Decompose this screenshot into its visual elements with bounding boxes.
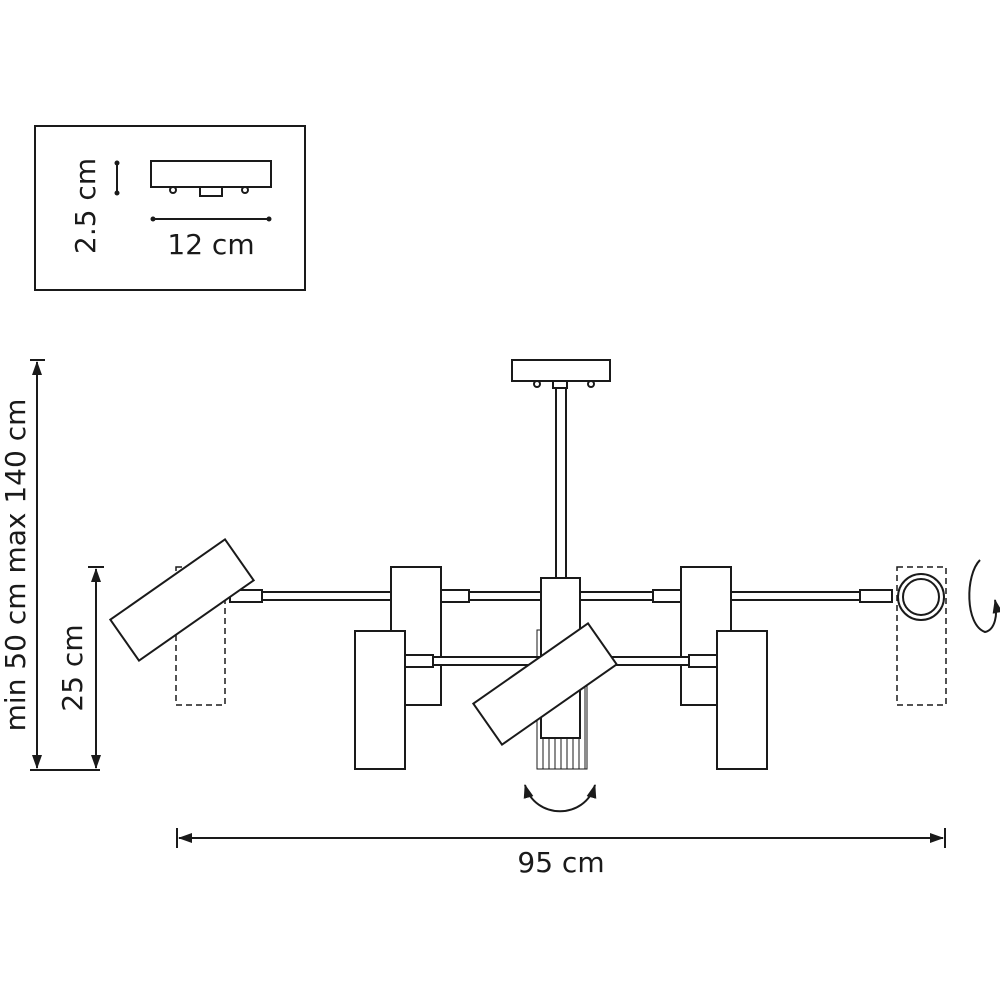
shade-height-label: 25 cm bbox=[56, 624, 89, 711]
drop-label: min 50 cm max 140 cm bbox=[0, 399, 32, 732]
swivel-arrow-icon bbox=[523, 784, 597, 813]
chandelier bbox=[108, 359, 947, 770]
shade-tilted-left bbox=[108, 537, 256, 663]
inset-width-label: 12 cm bbox=[167, 228, 254, 261]
shade bbox=[354, 630, 406, 770]
stem bbox=[555, 387, 567, 579]
canopy-inset: 2.5 cm 12 cm bbox=[34, 125, 306, 291]
rotate-arrow-icon bbox=[968, 559, 1000, 634]
shade bbox=[716, 630, 768, 770]
shade-end-view bbox=[897, 573, 945, 621]
ceiling-canopy bbox=[511, 359, 611, 382]
inset-height-label: 2.5 cm bbox=[69, 158, 102, 254]
shade-alt-position bbox=[896, 566, 947, 706]
shade-tilted-center bbox=[471, 621, 619, 747]
width-label: 95 cm bbox=[517, 846, 604, 879]
inset-canopy bbox=[150, 160, 272, 188]
